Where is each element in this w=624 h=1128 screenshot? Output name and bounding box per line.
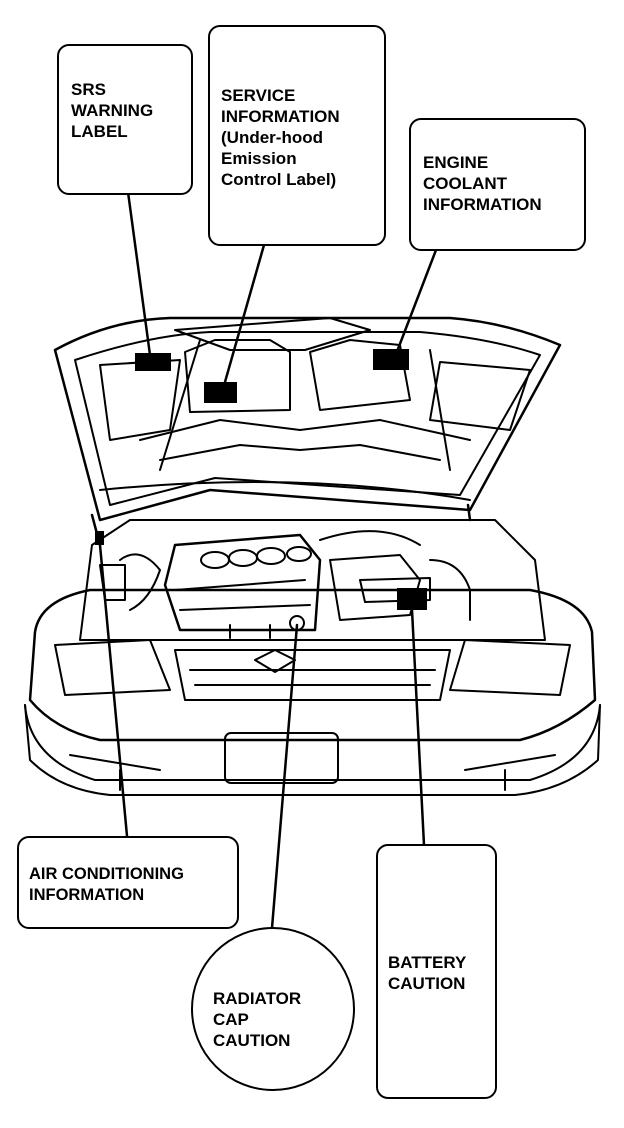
service-line-1: SERVICE [221,86,296,105]
open-hood [53,316,562,522]
battery-line-2: CAUTION [388,974,466,993]
hood-stay [90,503,472,547]
battery-caution-callout: BATTERY CAUTION [376,844,497,1099]
coolant-label-location [373,349,409,370]
service-line-5: Control Label) [221,170,337,189]
srs-line-3: LABEL [71,122,128,141]
label-locations [95,349,427,610]
battery-line-1: BATTERY [388,953,467,972]
engine-bay [79,519,546,641]
service-line-2: INFORMATION [221,107,340,126]
service-line-4: Emission [221,149,297,168]
leader-lines [98,190,438,930]
srs-line-2: WARNING [71,101,154,120]
service-leader [223,243,266,384]
radiator-cap-caution-callout: RADIATOR CAP CAUTION [191,927,355,1091]
battery-leader [410,608,426,847]
air-conditioning-information-callout: AIR CONDITIONING INFORMATION [17,836,239,929]
service-label-location [204,382,237,403]
srs-leader [126,190,152,357]
ac-line-2: INFORMATION [29,886,145,904]
radiator-leader [270,623,299,930]
radiator-line-3: CAUTION [213,1031,291,1050]
battery-label-location [397,588,427,610]
radiator-line-1: RADIATOR [213,989,302,1008]
ac-label-location [95,531,104,545]
service-line-3: (Under-hood [221,128,323,147]
coolant-leader [396,248,438,351]
srs-warning-label-callout: SRS WARNING LABEL [57,44,193,195]
ac-line-1: AIR CONDITIONING [29,865,184,883]
coolant-line-1: ENGINE [423,153,489,172]
radiator-line-2: CAP [213,1010,249,1029]
srs-line-1: SRS [71,80,106,99]
srs-label-location [135,353,171,371]
coolant-line-3: INFORMATION [423,195,542,214]
service-information-callout: SERVICE INFORMATION (Under-hood Emission… [208,25,386,246]
engine-coolant-information-callout: ENGINE COOLANT INFORMATION [409,118,586,251]
ac-leader [98,543,129,838]
coolant-line-2: COOLANT [423,174,508,193]
car-body-front [24,588,601,796]
